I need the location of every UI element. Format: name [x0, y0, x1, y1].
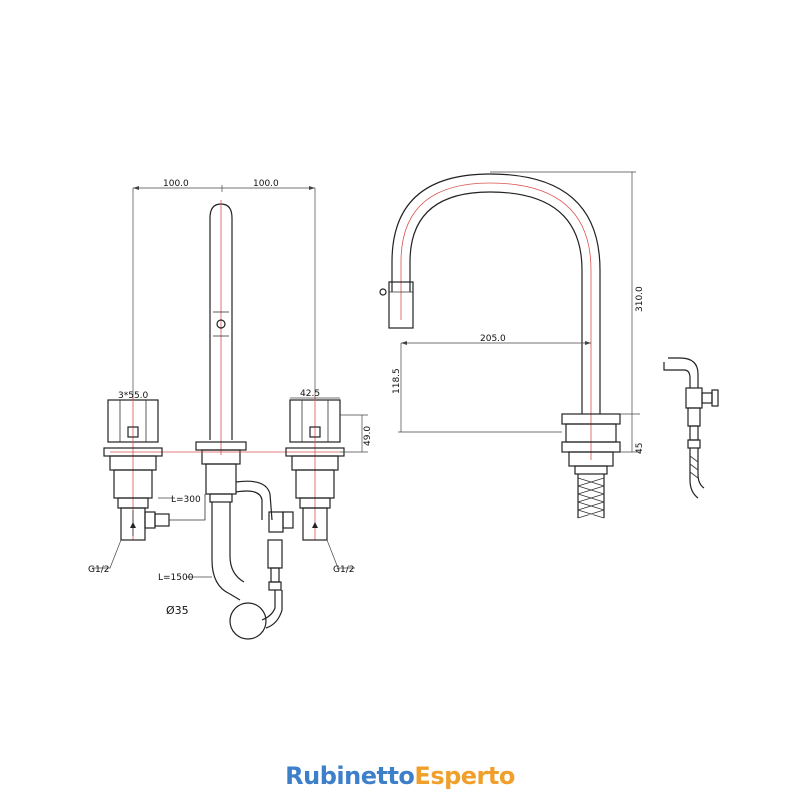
- thread-left-label: G1/2: [88, 565, 109, 575]
- braided-hose: [577, 474, 605, 519]
- brand-logo-part1: Rubinetto: [285, 762, 415, 790]
- dim-spacing-left: 100.0: [163, 179, 189, 189]
- brand-logo-part2: Esperto: [414, 762, 515, 790]
- dim-hose-short: L=300: [171, 495, 201, 505]
- valve-detail: [663, 357, 719, 499]
- left-handle: L=300 G1/2 3*55.0: [88, 391, 206, 575]
- brand-logo: RubinettoEsperto: [0, 762, 800, 790]
- dim-spout-height: 310.0: [635, 286, 645, 312]
- dim-hose-long: L=1500: [158, 573, 194, 583]
- right-handle: 42.5 49.0 G1/2: [268, 389, 373, 575]
- dim-base-height: 45: [635, 443, 645, 454]
- thread-right-label: G1/2: [333, 565, 354, 575]
- dim-outlet-height: 118.5: [392, 368, 402, 394]
- hose-assembly: L=1500 Ø35: [158, 502, 283, 640]
- dim-handle-height: 49.0: [363, 426, 373, 446]
- dim-handle-width-right: 42.5: [300, 389, 320, 399]
- center-spout: [195, 200, 273, 521]
- dim-handle-width: 3*55.0: [118, 391, 149, 401]
- dim-spout-reach: 205.0: [480, 334, 506, 344]
- front-view: 100.0 100.0: [88, 179, 373, 640]
- dim-spacing-right: 100.0: [253, 179, 279, 189]
- dim-hole-diameter: Ø35: [166, 604, 189, 617]
- side-view: 205.0 118.5 310.0 45: [379, 171, 645, 519]
